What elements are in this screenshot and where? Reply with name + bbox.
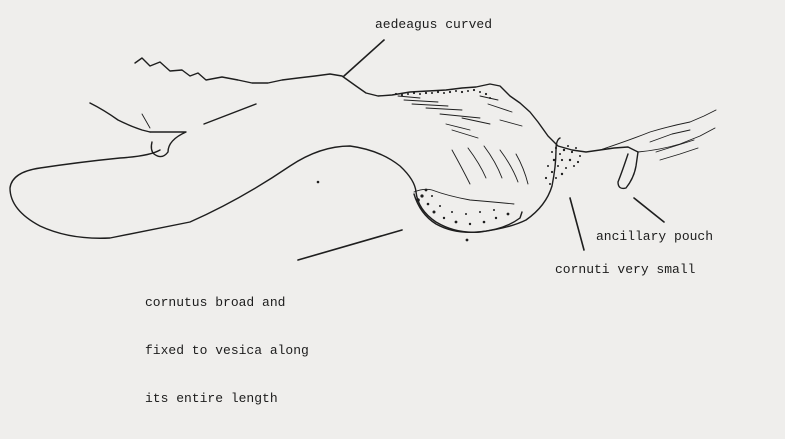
ductus-inner-1 (650, 130, 690, 142)
cornutus-speckles (416, 189, 509, 242)
leader-aedeagus (344, 40, 384, 76)
dorsal-stroke (204, 104, 256, 124)
label-cornutus-line-1: cornutus broad and (145, 295, 309, 311)
label-cornuti-very-small: cornuti very small (555, 262, 695, 278)
leader-ancillary (634, 198, 664, 222)
ductus-upper (600, 110, 716, 150)
vesica-hatching (398, 96, 528, 184)
left-tip-curl (90, 103, 150, 132)
label-ancillary-pouch: ancillary pouch (596, 229, 713, 245)
leader-cornuti (570, 198, 584, 250)
ductus-inner-2 (656, 140, 694, 152)
leader-cornutus (298, 230, 402, 260)
vesica-outline (10, 138, 560, 238)
label-aedeagus-curved: aedeagus curved (375, 17, 492, 33)
stray-dot (317, 181, 320, 184)
label-cornutus-line-2: fixed to vesica along (145, 343, 309, 359)
ductus-lower (638, 128, 715, 152)
label-cornutus-broad: cornutus broad and fixed to vesica along… (145, 263, 309, 439)
diagram-canvas: aedeagus curved ancillary pouch cornuti … (0, 0, 785, 333)
aedeagus-upper-outline (135, 58, 638, 152)
ancillary-pouch-shape (618, 152, 638, 188)
left-tip-tick (142, 114, 150, 128)
aedeagus-drawing (0, 0, 785, 333)
cornutus-upper-edge (414, 189, 514, 204)
label-cornutus-line-3: its entire length (145, 391, 309, 407)
ductus-inner-3 (660, 148, 698, 160)
